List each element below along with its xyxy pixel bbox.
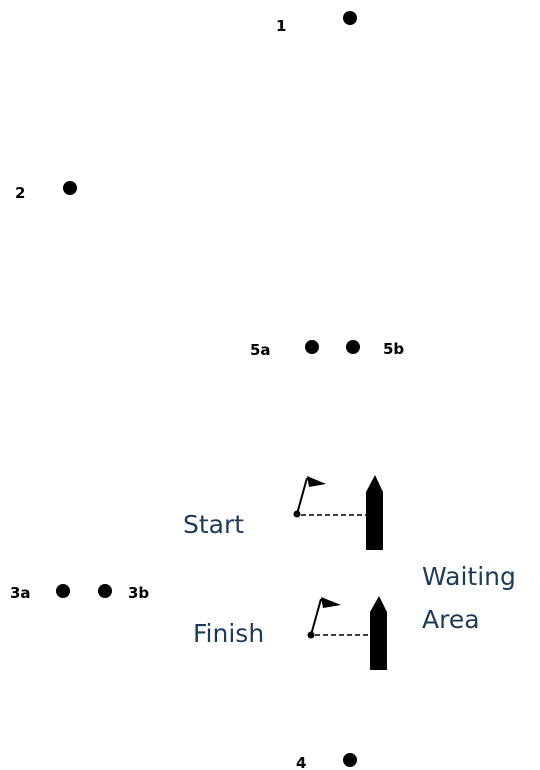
mark-1-label: 1 [276, 17, 286, 35]
mark-5b-buoy [346, 340, 360, 354]
mark-3b-buoy [98, 584, 112, 598]
mark-5: 5a 5b [250, 340, 404, 359]
mark-3: 3a 3b [10, 584, 149, 602]
start-label: Start [183, 510, 244, 539]
finish-label: Finish [193, 619, 264, 648]
mark-4-buoy [343, 753, 357, 767]
mark-5a-label: 5a [250, 341, 271, 359]
waiting-area-line-1: Waiting [422, 562, 516, 591]
mark-1-buoy [343, 11, 357, 25]
finish-committee-boat-icon [370, 596, 387, 670]
mark-3a-buoy [56, 584, 70, 598]
finish-line: Finish [193, 596, 387, 670]
mark-2: 2 [15, 181, 77, 202]
waiting-area-label: Waiting Area [422, 562, 516, 634]
start-committee-boat-icon [366, 475, 383, 550]
mark-4: 4 [296, 753, 357, 770]
mark-1: 1 [276, 11, 357, 35]
start-line: Start [183, 475, 383, 550]
mark-3a-label: 3a [10, 584, 31, 602]
waiting-area-line-2: Area [422, 605, 480, 634]
finish-flag-icon [307, 597, 341, 639]
mark-4-label: 4 [296, 754, 306, 770]
mark-5b-label: 5b [383, 340, 404, 358]
mark-3b-label: 3b [128, 584, 149, 602]
mark-5a-buoy [305, 340, 319, 354]
mark-2-label: 2 [15, 184, 25, 202]
mark-2-buoy [63, 181, 77, 195]
start-flag-icon [293, 476, 326, 518]
